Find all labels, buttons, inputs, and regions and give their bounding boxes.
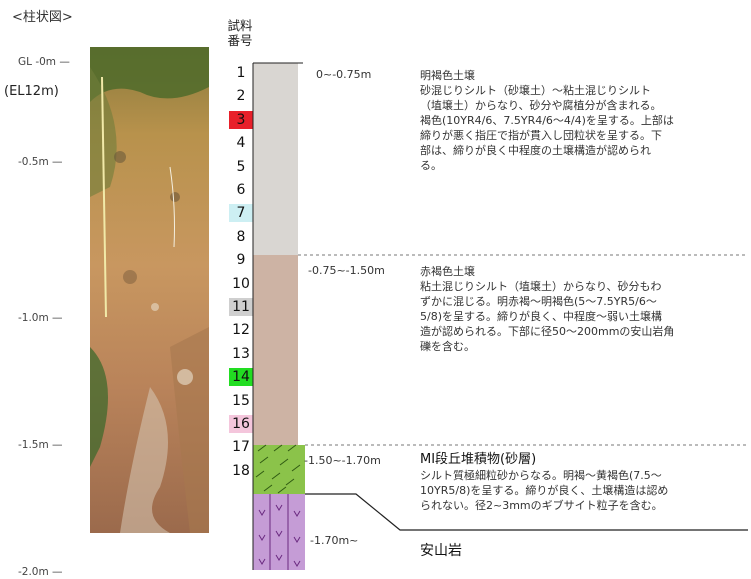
layer2-range: -0.75~-1.50m: [308, 264, 385, 277]
soil-profile-photo: [90, 47, 209, 533]
layer1-title: 明褐色土壌: [420, 69, 475, 82]
layer2-fill: [253, 255, 298, 445]
layer2-description-line: 5/8)を呈する。締りが良く、中程度～弱い土壌構: [420, 310, 662, 323]
layer1-description-line: る。: [420, 159, 442, 172]
sample-header-line1: 試料: [227, 18, 253, 33]
layer1-description-line: 褐色(10YR4/6、7.5YR4/6～4/4)を呈する。上部は: [420, 114, 674, 127]
sample-number-3: 3: [229, 110, 253, 129]
layer3-title: MI段丘堆積物(砂層): [420, 452, 537, 467]
layer4-title: 安山岩: [420, 543, 462, 559]
sample-number-9: 9: [236, 252, 246, 269]
layer2-description-line: ずかに混じる。明赤褐～明褐色(5～7.5YR5/6～: [420, 295, 657, 308]
sample-number-11: 11: [229, 298, 253, 316]
depth-label-05: -0.5m —: [18, 156, 63, 168]
sample-number-18: 18: [232, 462, 250, 479]
sample-number-4: 4: [236, 135, 246, 152]
figure-title: <柱状図>: [12, 10, 73, 25]
layer4-range: -1.70m~: [310, 534, 359, 547]
layer1-fill: [253, 63, 298, 255]
sample-number-13: 13: [232, 345, 250, 362]
layer2-title: 赤褐色土壌: [420, 265, 475, 278]
layer3-description-line: られない。径2~3mmのギブサイト粒子を含む。: [420, 499, 663, 512]
layer3-description: MI段丘堆積物(砂層) シルト質極細粒砂からなる。明褐～黄褐色(7.5～ 10YR…: [420, 452, 750, 513]
layer3-description-line: シルト質極細粒砂からなる。明褐～黄褐色(7.5～: [420, 469, 662, 482]
layer3-description-line: 10YR5/8)を呈する。締りが良く、土壌構造は認め: [420, 484, 669, 497]
depth-label-10: -1.0m —: [18, 312, 63, 324]
layer1-range: 0~-0.75m: [316, 68, 372, 81]
layer2-description-line: 粘土混じりシルト（埴壌土）からなり、砂分もわ: [420, 280, 662, 293]
layer2-description-line: 礫を含む。: [420, 340, 475, 353]
sample-number-7: 7: [229, 204, 253, 223]
layer1-description-line: （埴壌土）からなり、砂分や腐植分が含まれる。: [420, 99, 662, 112]
layer2-description: 赤褐色土壌 粘土混じりシルト（埴壌土）からなり、砂分もわずかに混じる。明赤褐～明…: [420, 264, 750, 354]
geologic-column: [252, 62, 748, 570]
layer1-description: 明褐色土壌 砂混じりシルト（砂壌土）～粘土混じりシルト （埴壌土）からなり、砂分や…: [420, 68, 750, 173]
sample-number-15: 15: [232, 392, 250, 409]
boundary-line-3: [305, 493, 748, 531]
layer4-fill: [253, 494, 305, 570]
layer4-pattern: [258, 494, 301, 570]
layer3-range: -1.50~-1.70m: [304, 454, 381, 467]
sample-number-header: 試料 番号: [223, 18, 257, 48]
layer3-fill: [253, 445, 305, 494]
layer2-description-line: 造が認められる。下部に径50～200mmの安山岩角: [420, 325, 675, 338]
sample-number-12: 12: [232, 322, 250, 339]
sample-number-17: 17: [232, 439, 250, 456]
layer1-description-line: 締りが悪く指圧で指が貫入し団粒状を呈する。下: [420, 129, 662, 142]
depth-label-0: GL -0m —: [18, 56, 70, 68]
sample-number-8: 8: [236, 228, 246, 245]
layer1-description-line: 部は、締りが良く中程度の土壌構造が認められ: [420, 144, 651, 157]
layer1-description-line: 砂混じりシルト（砂壌土）～粘土混じりシルト: [420, 84, 651, 97]
sample-number-14: 14: [229, 368, 253, 387]
elevation-label: (EL12m): [4, 84, 59, 99]
sample-number-10: 10: [232, 275, 250, 292]
depth-label-20: -2.0m —: [18, 566, 63, 578]
depth-label-15: -1.5m —: [18, 439, 63, 451]
layer3-pattern: [255, 444, 301, 494]
sample-number-16: 16: [229, 415, 253, 433]
sample-header-line2: 番号: [227, 33, 253, 48]
sample-number-1: 1: [236, 65, 246, 81]
sample-number-6: 6: [236, 182, 246, 198]
sample-number-2: 2: [236, 88, 246, 105]
sample-number-5: 5: [236, 158, 246, 175]
